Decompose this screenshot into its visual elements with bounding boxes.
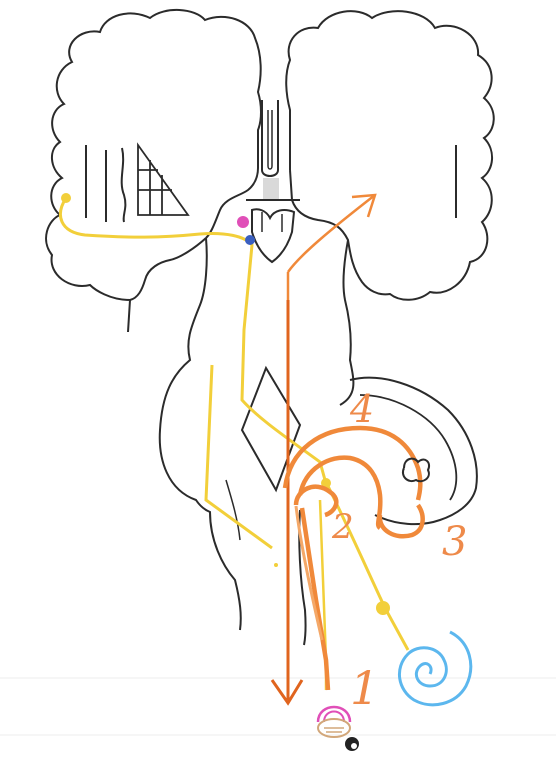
grey-connector — [263, 178, 279, 200]
label-1: 1 — [350, 665, 379, 711]
label-4: 4 — [350, 390, 374, 428]
thalamus-outline — [246, 200, 300, 262]
label-2: 2 — [332, 510, 354, 544]
midline-stalk — [262, 100, 278, 176]
midline-stalk-inner — [268, 110, 272, 169]
left-hemisphere-lower-edge — [130, 238, 206, 300]
left-triangle — [138, 145, 188, 215]
yellow-node-left — [61, 193, 71, 203]
brainstem-left-edge — [160, 238, 241, 630]
cochlea-spiral — [399, 632, 470, 705]
blue-node — [245, 235, 255, 245]
brainstem-center-line — [226, 480, 240, 540]
pink-node — [237, 216, 249, 228]
left-inner-bars — [86, 145, 125, 222]
yellow-pathway-upper — [60, 198, 325, 480]
left-hemisphere-outline — [46, 10, 261, 332]
orange-ascending-arrow — [288, 195, 375, 695]
yellow-node-cochlear — [376, 601, 390, 615]
label-3: 3 — [442, 522, 467, 562]
yellow-node-small — [274, 563, 278, 567]
right-hemisphere-outline — [286, 11, 494, 300]
